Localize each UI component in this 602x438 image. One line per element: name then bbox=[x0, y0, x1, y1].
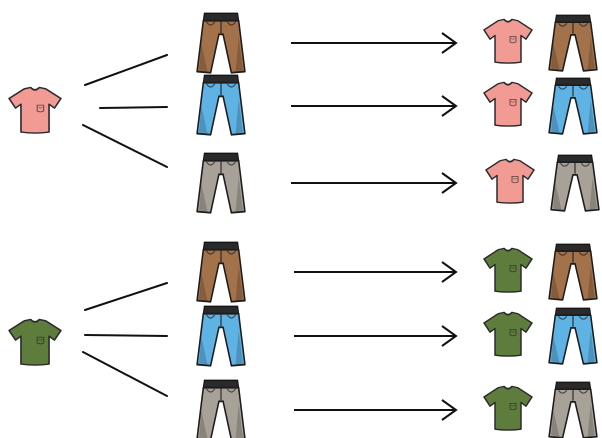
brown-pants bbox=[196, 241, 246, 303]
outfit-shirt-pink bbox=[483, 18, 533, 64]
outfit-green-brown bbox=[483, 243, 598, 301]
arrow-pink-brown bbox=[291, 32, 458, 54]
outfit-shirt-pink bbox=[483, 81, 533, 127]
pink-shirt bbox=[8, 86, 62, 134]
outfit-pants-brown bbox=[548, 14, 598, 72]
outfit-pants-blue bbox=[548, 307, 598, 365]
outfit-green-blue bbox=[483, 307, 598, 365]
branch-green-blue bbox=[84, 334, 168, 337]
arrow-pink-blue bbox=[291, 95, 458, 117]
gray-pants bbox=[196, 152, 246, 214]
branch-green-brown bbox=[84, 282, 168, 311]
outfit-pink-brown bbox=[483, 14, 598, 72]
branch-pink-brown bbox=[84, 54, 168, 86]
outfit-shirt-green bbox=[483, 311, 533, 357]
arrow-pink-gray bbox=[291, 172, 458, 194]
gray-pants bbox=[196, 379, 246, 438]
green-shirt bbox=[8, 318, 62, 366]
outfit-shirt-pink bbox=[485, 158, 535, 204]
branch-pink-gray bbox=[82, 124, 168, 168]
outfit-pants-blue bbox=[548, 77, 598, 135]
outfit-pink-blue bbox=[483, 77, 598, 135]
outfit-shirt-green bbox=[483, 385, 533, 431]
outfit-shirt-green bbox=[483, 247, 533, 293]
outfit-pants-gray bbox=[548, 381, 598, 438]
arrow-green-brown bbox=[294, 261, 458, 283]
arrow-green-gray bbox=[294, 399, 458, 421]
blue-pants bbox=[196, 305, 246, 367]
blue-pants bbox=[196, 74, 246, 136]
outfit-pink-gray bbox=[485, 154, 600, 212]
branch-pink-blue bbox=[99, 106, 168, 109]
outfit-pants-brown bbox=[548, 243, 598, 301]
brown-pants bbox=[196, 12, 246, 74]
outfit-green-gray bbox=[483, 381, 598, 438]
arrow-green-blue bbox=[294, 325, 458, 347]
branch-green-gray bbox=[82, 351, 168, 397]
outfit-pants-gray bbox=[550, 154, 600, 212]
